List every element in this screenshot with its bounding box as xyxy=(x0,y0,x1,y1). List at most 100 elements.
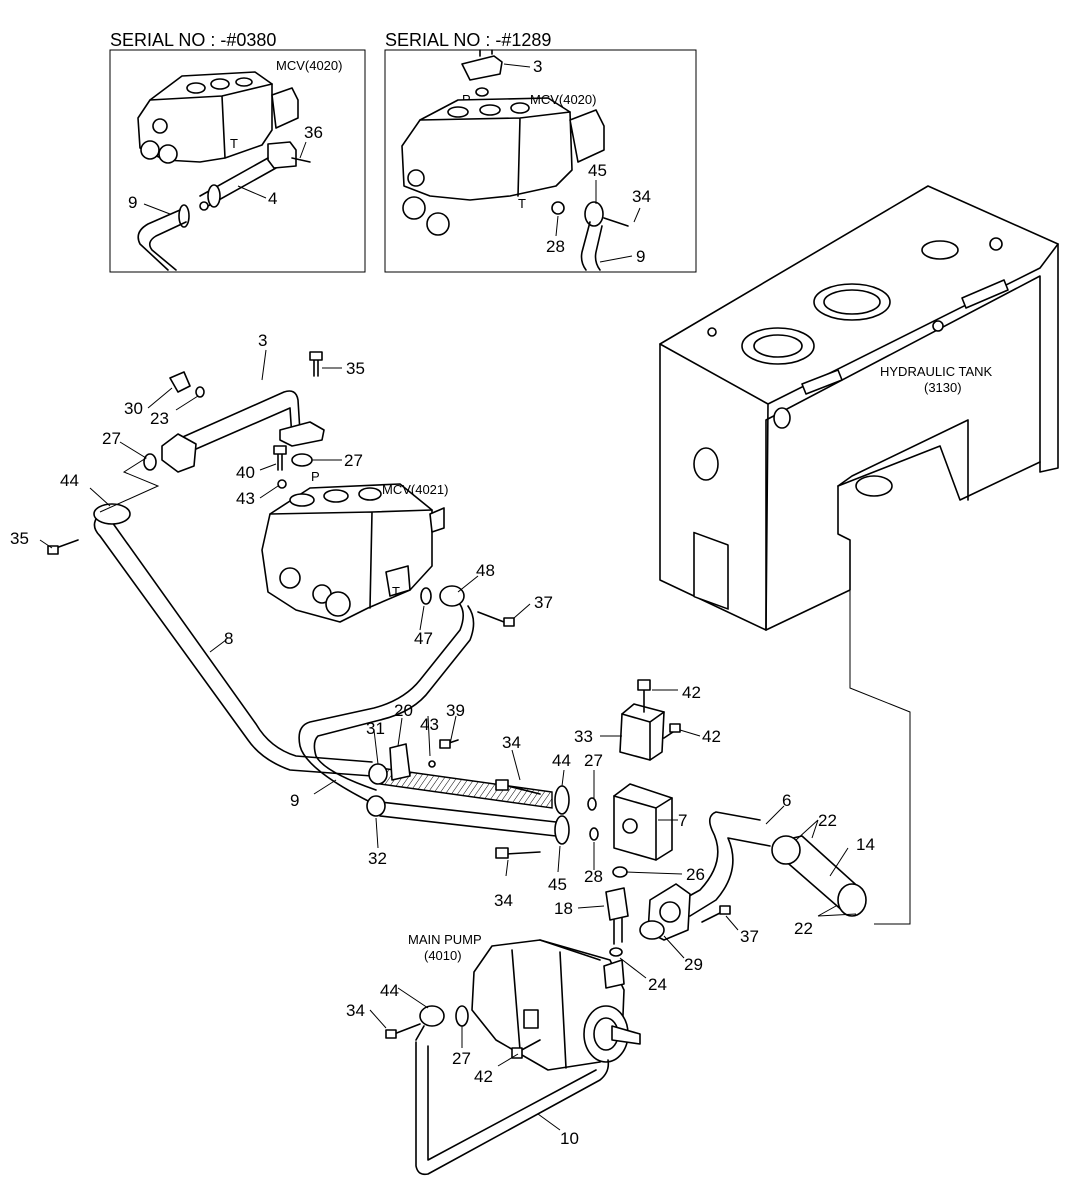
inset-right-serial: SERIAL NO : -#1289 xyxy=(385,30,551,50)
inset-right-t-port: T xyxy=(518,196,526,211)
inset-right-flange-45 xyxy=(584,201,604,227)
callout-20: 20 xyxy=(394,701,413,720)
callout-numbers: 3 35 30 23 27 27 40 43 44 35 48 37 47 8 … xyxy=(10,331,875,1148)
bolts-and-seals xyxy=(47,351,731,1059)
inset-right-pipe-3 xyxy=(461,55,503,81)
hydraulic-tank-3130 xyxy=(659,185,1059,631)
callout-35-left: 35 xyxy=(10,529,29,548)
mcv-4021-p-port: P xyxy=(311,469,320,484)
callout-9-inset-left: 9 xyxy=(128,193,137,212)
callout-8: 8 xyxy=(224,629,233,648)
flange-44-mid xyxy=(554,785,570,815)
callout-45-inset: 45 xyxy=(588,161,607,180)
flange-44-pump xyxy=(419,1005,445,1027)
clamp-22-a xyxy=(771,835,801,865)
callout-42-b: 42 xyxy=(702,727,721,746)
suction-pipe-6 xyxy=(681,811,771,917)
callout-leaders xyxy=(39,349,857,1131)
pipe-3-flange xyxy=(161,433,197,473)
inset-left-mcv-label: MCV(4020) xyxy=(276,58,342,73)
callout-30: 30 xyxy=(124,399,143,418)
pipe-8 xyxy=(93,515,373,777)
mcv-4021-t-port: T xyxy=(392,584,400,599)
mcv-4021-label: MCV(4021) xyxy=(382,482,448,497)
callout-4-inset: 4 xyxy=(268,189,277,208)
inset-left-flange xyxy=(267,141,297,169)
callout-40: 40 xyxy=(236,463,255,482)
callout-35-top: 35 xyxy=(346,359,365,378)
inset-serial-0380: SERIAL NO : -#0380 MCV(4020) T 36 4 9 xyxy=(109,30,366,273)
callout-6: 6 xyxy=(782,791,791,810)
main-pump-number: (4010) xyxy=(424,948,462,963)
tank-number: (3130) xyxy=(924,380,962,395)
pipe-32 xyxy=(379,801,557,837)
inset-right-mcv-label: MCV(4020) xyxy=(530,92,596,107)
callout-44-a: 44 xyxy=(60,471,79,490)
inset-left-hose-9 xyxy=(137,209,187,271)
inset-left-mcv-4020 xyxy=(137,71,299,164)
callout-39: 39 xyxy=(446,701,465,720)
inset-left-flange-ring xyxy=(207,184,221,208)
tank-suction-leader xyxy=(849,590,911,925)
callout-37-a: 37 xyxy=(534,593,553,612)
callout-27-c: 27 xyxy=(584,751,603,770)
inset-right-mcv-4020 xyxy=(401,97,605,236)
block-7 xyxy=(613,783,673,861)
callout-31: 31 xyxy=(366,719,385,738)
callout-3: 3 xyxy=(258,331,267,350)
callout-26: 26 xyxy=(686,865,705,884)
callout-22-b: 22 xyxy=(794,919,813,938)
inset-serial-1289: SERIAL NO : -#1289 P MCV(4020) T 3 45 34… xyxy=(384,30,697,273)
callout-24: 24 xyxy=(648,975,667,994)
callout-28: 28 xyxy=(584,867,603,886)
flange-45-mid xyxy=(554,815,570,845)
inset-left-serial: SERIAL NO : -#0380 xyxy=(110,30,276,50)
callout-27-b: 27 xyxy=(344,451,363,470)
inset-right-hose-9 xyxy=(580,221,603,271)
callout-29: 29 xyxy=(684,955,703,974)
callout-43-a: 43 xyxy=(236,489,255,508)
callout-34-a: 34 xyxy=(502,733,521,752)
callout-9-inset-right: 9 xyxy=(636,247,645,266)
callout-42-a: 42 xyxy=(682,683,701,702)
oring-29 xyxy=(639,920,665,940)
callout-3-inset: 3 xyxy=(533,57,542,76)
callout-18: 18 xyxy=(554,899,573,918)
clamp-22-b xyxy=(837,883,867,917)
main-pump-label: MAIN PUMP xyxy=(408,932,482,947)
callout-10: 10 xyxy=(560,1129,579,1148)
callout-43-b: 43 xyxy=(420,715,439,734)
fitting-18 xyxy=(605,887,629,921)
callout-36-inset: 36 xyxy=(304,123,323,142)
block-33 xyxy=(619,703,665,761)
callout-42-c: 42 xyxy=(474,1067,493,1086)
callout-48: 48 xyxy=(476,561,495,580)
callout-37-b: 37 xyxy=(740,927,759,946)
callout-34-c: 34 xyxy=(346,1001,365,1020)
callout-45: 45 xyxy=(548,875,567,894)
callout-34-inset: 34 xyxy=(632,187,651,206)
oring-27-pump xyxy=(455,1005,469,1027)
main-pump-4010 xyxy=(471,939,641,1071)
callout-47: 47 xyxy=(414,629,433,648)
callout-28-inset: 28 xyxy=(546,237,565,256)
callout-27-d: 27 xyxy=(452,1049,471,1068)
hose-9 xyxy=(298,599,475,805)
callout-44-c: 44 xyxy=(380,981,399,1000)
pipe-10 xyxy=(415,1041,610,1176)
flange-44-top xyxy=(93,503,131,525)
callout-32: 32 xyxy=(368,849,387,868)
callout-7: 7 xyxy=(678,811,687,830)
inset-left-frame xyxy=(109,49,366,273)
callout-34-b: 34 xyxy=(494,891,513,910)
flange-48 xyxy=(439,585,465,607)
callout-44-b: 44 xyxy=(552,751,571,770)
callout-27-a: 27 xyxy=(102,429,121,448)
inset-left-t-port: T xyxy=(230,136,238,151)
inset-right-frame xyxy=(384,49,697,273)
tank-label: HYDRAULIC TANK xyxy=(880,364,993,379)
callout-9: 9 xyxy=(290,791,299,810)
callout-22-a: 22 xyxy=(818,811,837,830)
pipe-3-top-flange xyxy=(279,421,325,447)
